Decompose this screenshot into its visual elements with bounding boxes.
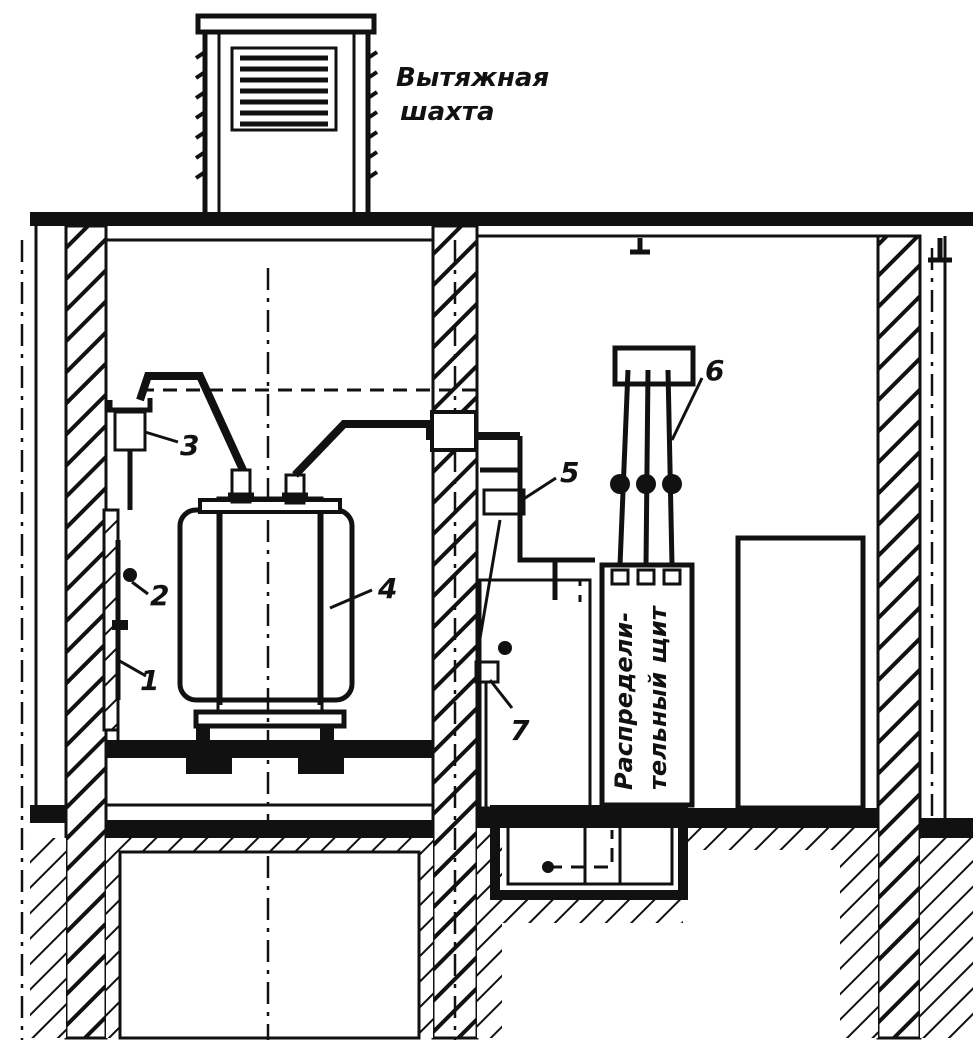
- exhaust-shaft: [194, 13, 379, 215]
- roof-slab: [30, 212, 973, 226]
- transformer: [177, 468, 355, 774]
- floor-structure: [30, 740, 973, 1040]
- right-switchgear: [474, 467, 592, 810]
- shaft-insulation-ticks: [194, 50, 379, 180]
- callout-2: 2: [150, 579, 169, 612]
- panel-label-line1: Распредели-: [610, 612, 638, 790]
- shaft-caption-line1: Вытяжная: [396, 63, 549, 93]
- left-wall-apparatus: [102, 398, 153, 740]
- callout-leaders: [117, 377, 704, 709]
- callout-5: 5: [560, 456, 579, 489]
- callout-6: 6: [705, 354, 724, 387]
- callout-7: 7: [510, 714, 530, 747]
- cable-channel: [490, 805, 688, 900]
- panel-label-line2: тельный щит: [644, 604, 672, 790]
- callout-4: 4: [377, 572, 397, 605]
- shaft-caption-line2: шахта: [400, 97, 495, 127]
- cabinet: [735, 535, 866, 811]
- callout-3: 3: [180, 429, 199, 462]
- ceiling-hangers: [630, 238, 952, 263]
- hv-busbars: [136, 372, 595, 563]
- cable-6: [610, 345, 696, 566]
- callout-1: 1: [140, 664, 159, 697]
- louvre-grille: [230, 46, 338, 132]
